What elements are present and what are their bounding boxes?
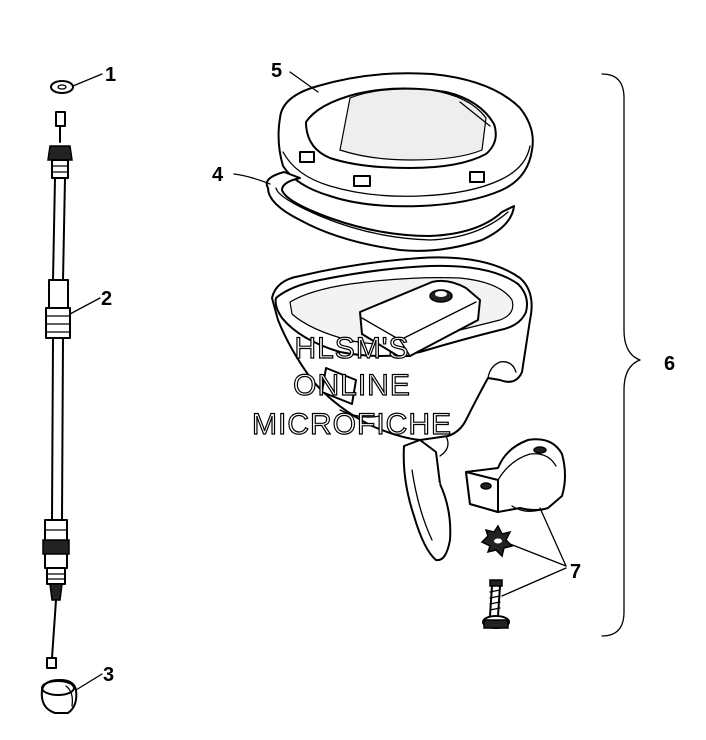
part-3-end-cap bbox=[40, 679, 78, 714]
callout-5: 5 bbox=[271, 60, 282, 82]
watermark: HLSM'S ONLINE MICROFICHE bbox=[251, 331, 452, 441]
callout-2: 2 bbox=[101, 288, 112, 310]
part-7-screw bbox=[482, 579, 510, 629]
part-5-cover bbox=[277, 72, 534, 208]
part-4-gasket bbox=[265, 171, 515, 252]
watermark-line-3: MICROFICHE bbox=[252, 408, 452, 441]
part-6-housing bbox=[271, 256, 533, 562]
callout-7: 7 bbox=[570, 561, 581, 583]
part-2-cable bbox=[42, 111, 73, 669]
part-7-clamp bbox=[465, 438, 566, 513]
callout-1: 1 bbox=[105, 64, 116, 86]
part-7-star-washer bbox=[480, 524, 514, 558]
callout-6: 6 bbox=[664, 353, 675, 375]
watermark-line-2: ONLINE bbox=[293, 369, 411, 402]
watermark-line-1: HLSM'S bbox=[294, 332, 409, 365]
part-1-washer bbox=[50, 80, 74, 94]
leader-lines bbox=[69, 71, 567, 691]
callout-4: 4 bbox=[212, 164, 224, 186]
assembly-bracket bbox=[601, 73, 641, 637]
callout-3: 3 bbox=[103, 664, 114, 686]
